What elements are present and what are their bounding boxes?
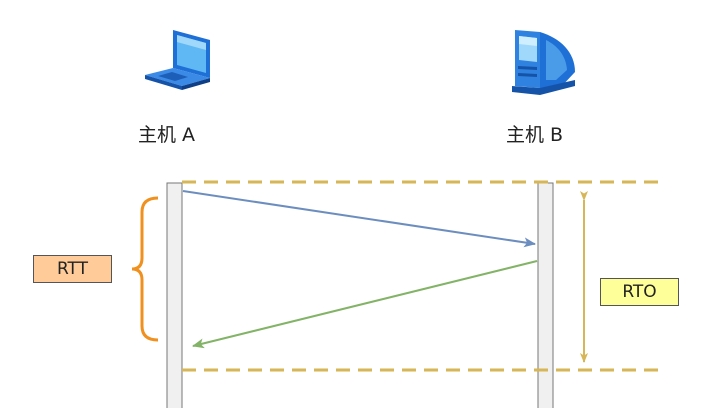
host-b-lifeline <box>537 182 554 412</box>
rto-label: RTO <box>600 278 679 306</box>
rtt-brace <box>131 196 159 342</box>
host-b-label: 主机 B <box>506 124 564 146</box>
rtt-label: RTT <box>33 255 112 283</box>
desktop-computer-icon <box>512 30 575 95</box>
send-arrow <box>182 190 536 248</box>
laptop-icon <box>145 30 210 90</box>
host-a-label: 主机 A <box>138 124 196 146</box>
host-a-lifeline <box>166 182 183 412</box>
ack-arrow <box>192 260 538 349</box>
